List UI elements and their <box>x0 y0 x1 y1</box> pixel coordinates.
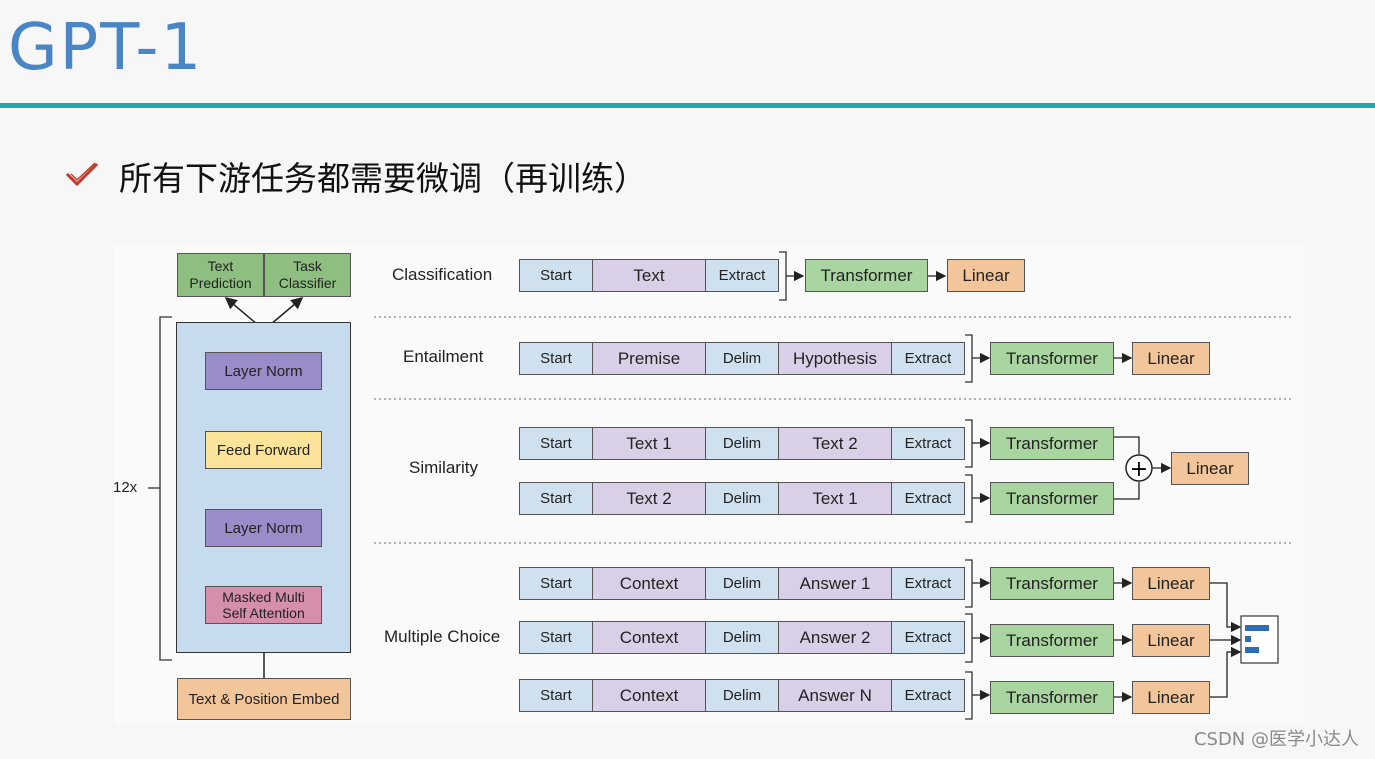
linear-block: Linear <box>1132 567 1210 600</box>
task-label-classification: Classification <box>392 265 493 284</box>
layer-norm-bottom: Layer Norm <box>205 509 322 547</box>
token-extract: Extract <box>891 482 965 515</box>
token-answer-1: Answer 1 <box>778 567 892 600</box>
token-delim: Delim <box>705 482 779 515</box>
task-label-similarity: Similarity <box>409 458 478 477</box>
text-prediction-output: Text Prediction <box>177 253 264 297</box>
token-extract: Extract <box>891 427 965 460</box>
text-position-embed: Text & Position Embed <box>177 678 351 720</box>
transformer-block: Transformer <box>990 567 1114 600</box>
token-context: Context <box>592 621 706 654</box>
token-delim: Delim <box>705 427 779 460</box>
page-title: GPT-1 <box>8 11 204 85</box>
transformer-block: Transformer <box>990 681 1114 714</box>
watermark: CSDN @医学小达人 <box>1193 729 1359 750</box>
task-label-entailment: Entailment <box>403 347 484 366</box>
token-text: Text <box>592 259 706 292</box>
task-label-multiple-choice: Multiple Choice <box>384 627 501 646</box>
token-start: Start <box>519 342 593 375</box>
token-text-1: Text 1 <box>592 427 706 460</box>
token-answer-2: Answer 2 <box>778 621 892 654</box>
token-extract: Extract <box>891 621 965 654</box>
transformer-block: Transformer <box>990 624 1114 657</box>
linear-block: Linear <box>1132 342 1210 375</box>
token-start: Start <box>519 259 593 292</box>
token-delim: Delim <box>705 679 779 712</box>
token-extract: Extract <box>891 567 965 600</box>
token-start: Start <box>519 427 593 460</box>
linear-block: Linear <box>1132 681 1210 714</box>
token-context: Context <box>592 679 706 712</box>
token-extract: Extract <box>891 679 965 712</box>
linear-block: Linear <box>1171 452 1249 485</box>
token-delim: Delim <box>705 621 779 654</box>
token-delim: Delim <box>705 342 779 375</box>
token-text-2: Text 2 <box>592 482 706 515</box>
linear-block: Linear <box>947 259 1025 292</box>
task-classifier-output: Task Classifier <box>264 253 351 297</box>
token-text-2: Text 2 <box>778 427 892 460</box>
transformer-block: Transformer <box>990 342 1114 375</box>
transformer-block: Transformer <box>805 259 928 292</box>
masked-self-attention-block: Masked Multi Self Attention <box>205 586 322 624</box>
token-context: Context <box>592 567 706 600</box>
bullet-line: 所有下游任务都需要微调（再训练） <box>65 152 647 200</box>
check-icon <box>65 160 99 192</box>
token-hypothesis: Hypothesis <box>778 342 892 375</box>
softmax-output-icon <box>1240 615 1279 664</box>
transformer-block: Transformer <box>990 482 1114 515</box>
token-text-1: Text 1 <box>778 482 892 515</box>
feed-forward-block: Feed Forward <box>205 431 322 469</box>
token-delim: Delim <box>705 567 779 600</box>
token-start: Start <box>519 621 593 654</box>
svg-text:+: + <box>1130 457 1148 482</box>
layer-norm-top: Layer Norm <box>205 352 322 390</box>
transformer-block: Transformer <box>990 427 1114 460</box>
token-start: Start <box>519 482 593 515</box>
bullet-text: 所有下游任务都需要微调（再训练） <box>119 159 647 198</box>
token-extract: Extract <box>705 259 779 292</box>
token-answer-n: Answer N <box>778 679 892 712</box>
title-divider <box>0 103 1375 108</box>
token-premise: Premise <box>592 342 706 375</box>
repeat-label: 12x <box>113 479 138 496</box>
token-extract: Extract <box>891 342 965 375</box>
linear-block: Linear <box>1132 624 1210 657</box>
token-start: Start <box>519 567 593 600</box>
token-start: Start <box>519 679 593 712</box>
